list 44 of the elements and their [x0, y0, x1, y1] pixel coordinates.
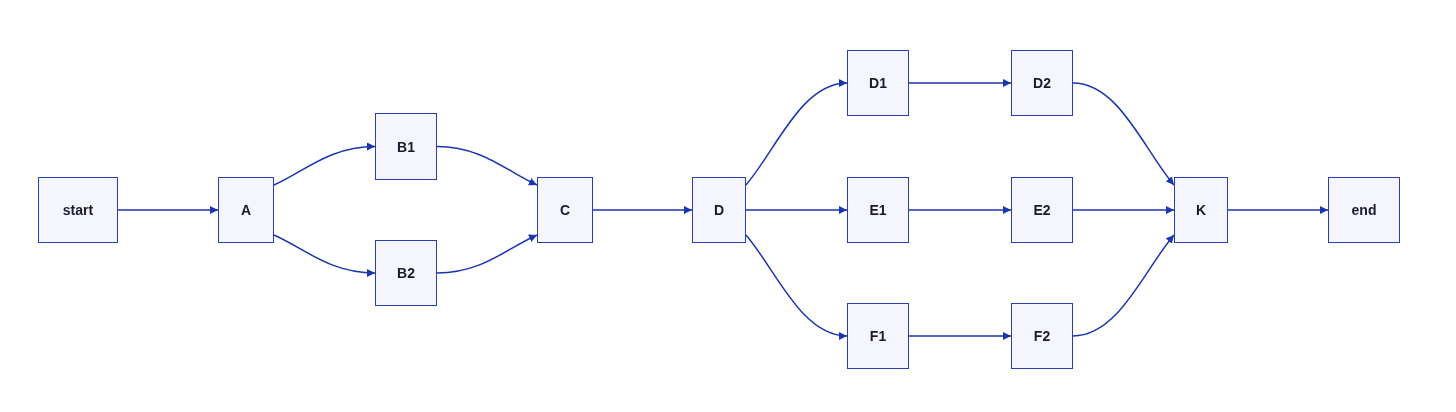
arrow — [117, 206, 219, 214]
process-box — [847, 50, 909, 116]
node-label: B2 — [397, 265, 415, 281]
arrow — [908, 206, 1012, 214]
process-box — [1011, 50, 1073, 116]
process-box — [1328, 177, 1400, 243]
node-label: end — [1351, 202, 1377, 218]
process-box — [847, 177, 909, 243]
node-label: start — [62, 202, 94, 218]
process-box — [218, 177, 274, 243]
arrow — [745, 206, 848, 214]
node-label: E1 — [869, 202, 887, 218]
arrow — [592, 206, 693, 214]
arrow — [908, 79, 1012, 87]
node-label: F2 — [1033, 328, 1051, 344]
arrow — [1072, 206, 1175, 214]
process-box — [692, 177, 746, 243]
process-box — [375, 240, 437, 306]
node-label: D1 — [869, 75, 887, 91]
node-label: C — [559, 202, 571, 218]
arrow — [1072, 82, 1175, 186]
node-label: B1 — [397, 138, 415, 155]
node-label: A — [240, 202, 252, 218]
arrow — [1227, 206, 1329, 214]
arrow — [273, 234, 376, 277]
arrow — [745, 234, 848, 339]
node-label: E2 — [1033, 202, 1051, 218]
node-label: F1 — [869, 328, 887, 344]
arrow — [436, 234, 538, 274]
process-box — [537, 177, 593, 243]
process-box — [38, 177, 118, 243]
arrow — [1072, 234, 1175, 337]
node-label: D — [713, 202, 725, 218]
arrow — [436, 145, 538, 186]
process-box — [1174, 177, 1228, 243]
arrow — [273, 142, 376, 186]
process-box — [847, 303, 909, 369]
node-label: D2 — [1033, 75, 1051, 91]
process-box — [375, 113, 437, 180]
arrow — [745, 80, 848, 186]
arrow — [908, 332, 1012, 340]
process-box — [1011, 177, 1073, 243]
process-box — [1011, 303, 1073, 369]
node-label: K — [1195, 202, 1207, 218]
